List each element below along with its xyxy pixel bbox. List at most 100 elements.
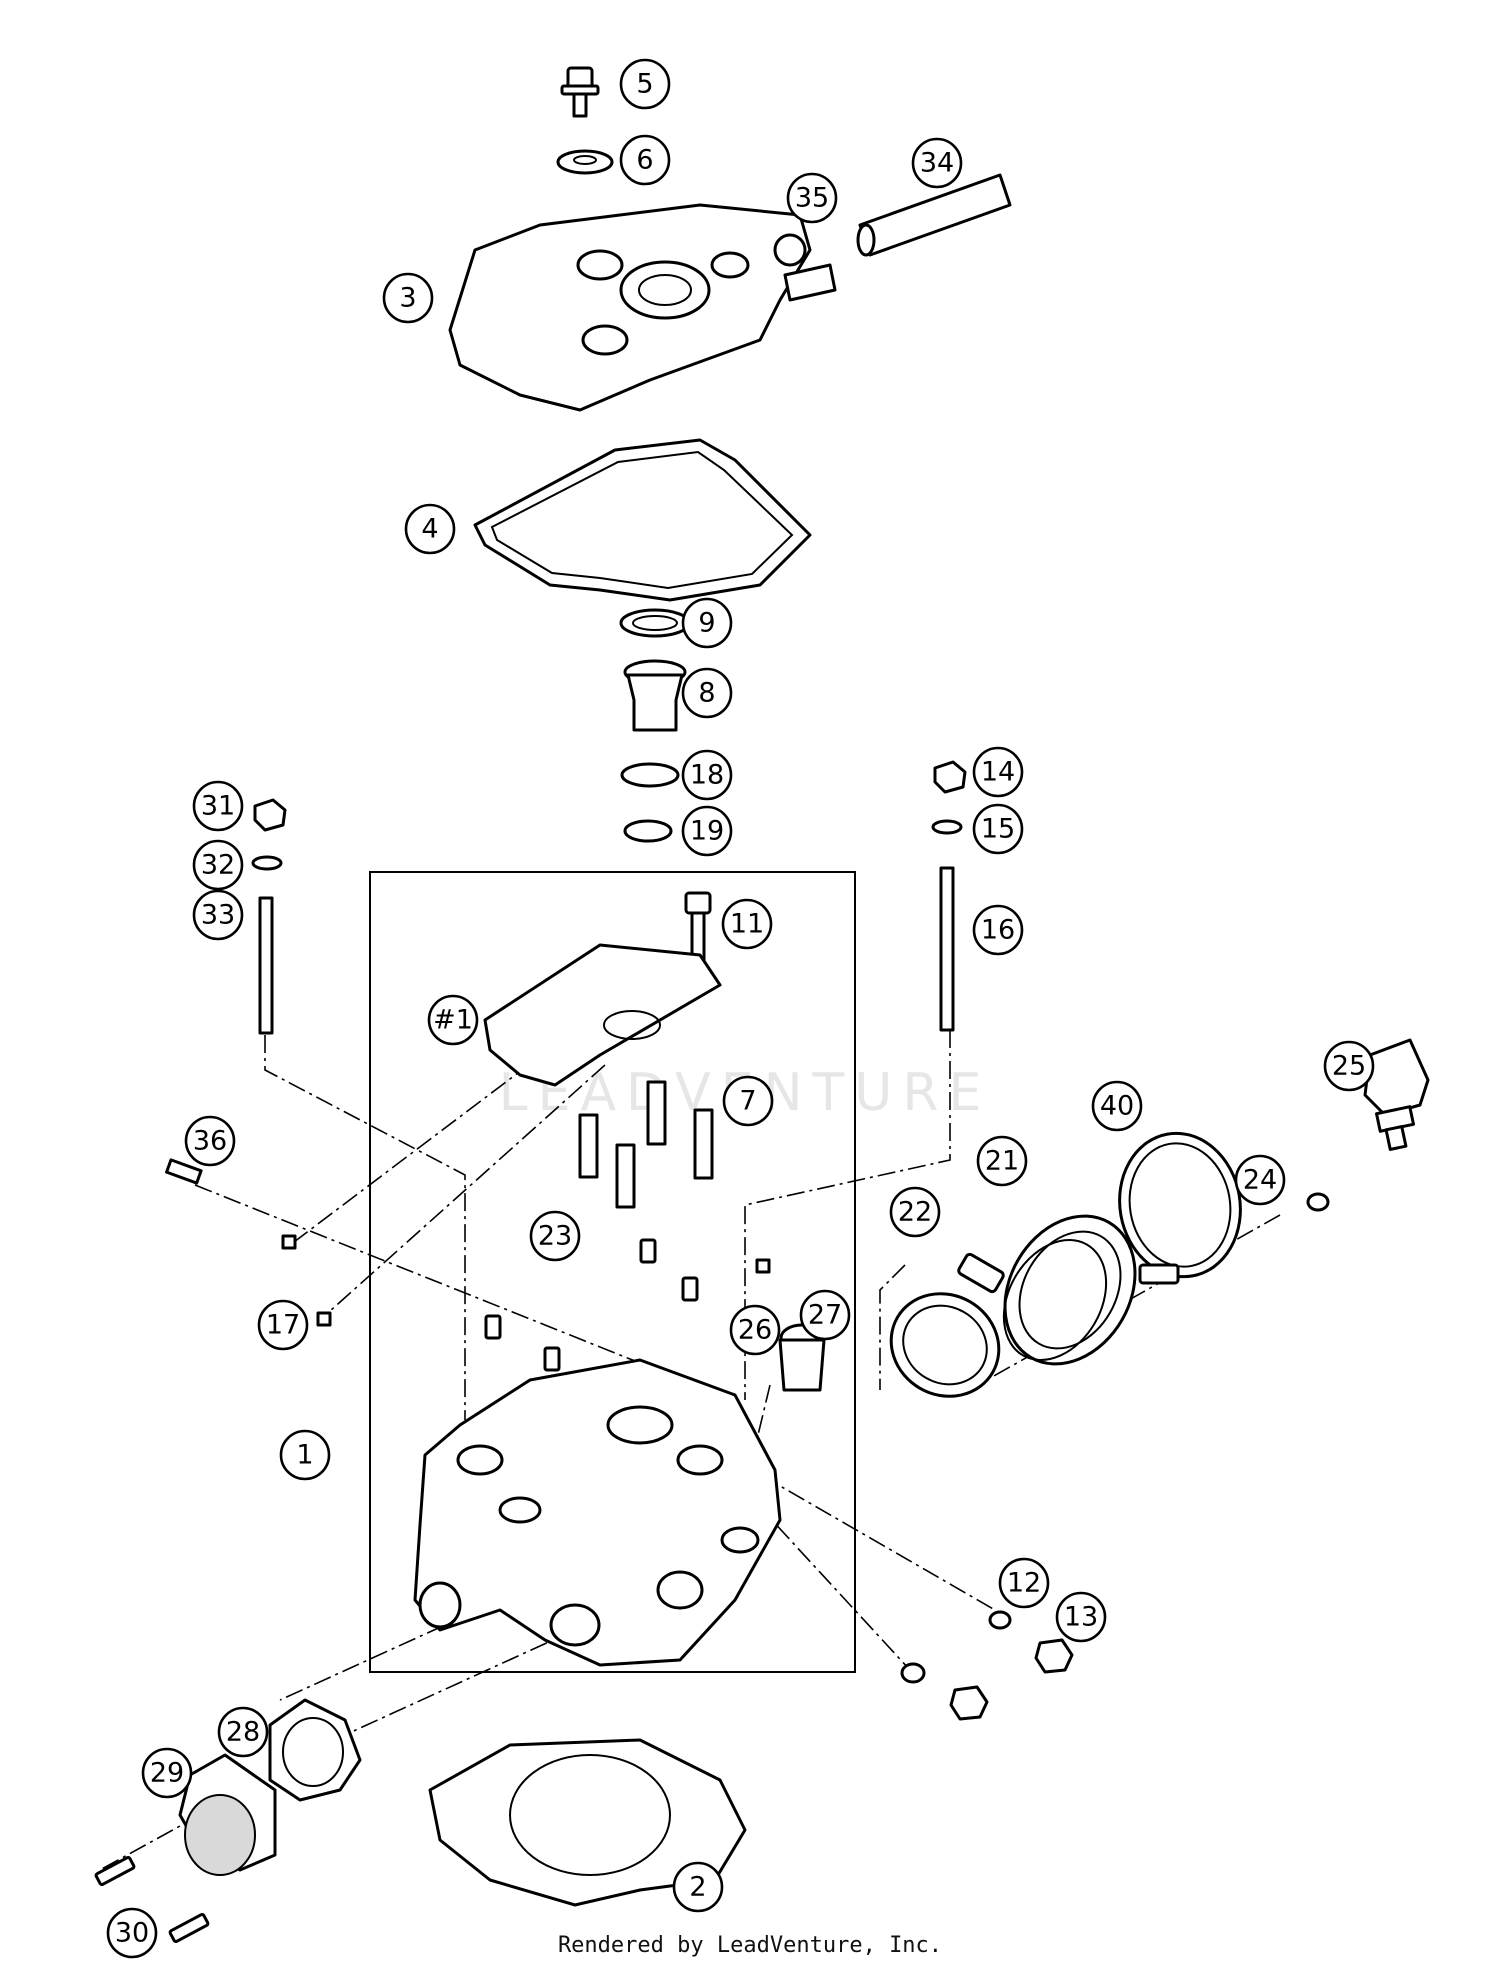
callout-number: 4 <box>421 514 438 545</box>
callout-c23: 23 <box>529 1210 581 1262</box>
callout-c4: 4 <box>404 503 456 555</box>
screw-in-fitting <box>165 1158 203 1185</box>
callout-number: 17 <box>266 1310 300 1341</box>
washer-left <box>251 855 283 871</box>
callout-number: 8 <box>698 678 715 709</box>
callout-number: 33 <box>201 900 235 931</box>
callout-circle <box>1323 1040 1375 1092</box>
callout-c32: 32 <box>192 839 244 891</box>
callout-circle <box>786 172 838 224</box>
callout-circle <box>184 1115 236 1167</box>
callout-circle <box>619 58 671 110</box>
stud-right <box>939 866 955 1032</box>
dowel-pins <box>484 1238 699 1372</box>
exhaust-flange-bolts <box>94 1855 210 1944</box>
callout-circle <box>681 749 733 801</box>
callout-number: 35 <box>795 183 829 214</box>
callout-c19: 19 <box>681 805 733 857</box>
nut-left <box>253 798 287 832</box>
callout-c33: 33 <box>192 889 244 941</box>
callout-circle <box>911 137 963 189</box>
callout-circle <box>722 1075 774 1127</box>
callout-number: 23 <box>538 1221 572 1252</box>
callout-c35: 35 <box>786 172 838 224</box>
callout-c6: 6 <box>619 134 671 186</box>
cylinder-head-details <box>418 1405 760 1647</box>
callout-c26: 26 <box>729 1304 781 1356</box>
callout-number: 2 <box>689 1872 706 1903</box>
exhaust-flange <box>178 1753 277 1876</box>
callout-c21: 21 <box>976 1135 1028 1187</box>
callout-circle <box>529 1210 581 1262</box>
callout-circle <box>729 1304 781 1356</box>
callout-circle <box>192 780 244 832</box>
callout-number: 1 <box>296 1440 313 1471</box>
o-ring-12b <box>900 1662 926 1684</box>
screw-17b <box>316 1311 332 1327</box>
callout-c2: 2 <box>672 1861 724 1913</box>
callout-number: 36 <box>193 1126 227 1157</box>
callout-circle <box>976 1135 1028 1187</box>
callout-circle <box>106 1907 158 1959</box>
camshaft-bearing-bridge <box>483 943 722 1087</box>
sensor-o-ring <box>1306 1192 1330 1212</box>
stud-left <box>258 896 274 1035</box>
callout-number: 15 <box>981 814 1015 845</box>
callout-c1: 1 <box>279 1429 331 1481</box>
callout-number: 9 <box>698 608 715 639</box>
callout-circle <box>1055 1591 1107 1643</box>
callout-circle <box>192 889 244 941</box>
callout-c27: 27 <box>799 1289 851 1341</box>
callout-number: 3 <box>399 283 416 314</box>
callout-number: 28 <box>226 1717 260 1748</box>
callout-circle <box>404 503 456 555</box>
callout-circle <box>998 1557 1050 1609</box>
callout-number: 27 <box>808 1300 842 1331</box>
callout-c1h: #1 <box>427 994 479 1046</box>
callout-c40: 40 <box>1091 1080 1143 1132</box>
callout-c5: 5 <box>619 58 671 110</box>
callout-c15: 15 <box>972 803 1024 855</box>
cylinder-head-kit-frame <box>369 871 856 1673</box>
callout-circle <box>672 1861 724 1913</box>
callout-c18: 18 <box>681 749 733 801</box>
callout-circle <box>619 134 671 186</box>
callout-number: 40 <box>1100 1091 1134 1122</box>
washer-right <box>931 819 963 835</box>
callout-c12: 12 <box>998 1557 1050 1609</box>
callout-c29: 29 <box>141 1747 193 1799</box>
callout-circle <box>889 1186 941 1238</box>
callout-c7: 7 <box>722 1075 774 1127</box>
o-ring-19 <box>623 819 673 843</box>
callout-number: 11 <box>730 909 764 940</box>
callout-circle <box>1091 1080 1143 1132</box>
callout-number: 5 <box>636 69 653 100</box>
callout-circle <box>681 667 733 719</box>
callout-number: 6 <box>636 145 653 176</box>
breather-hose <box>856 173 1012 257</box>
callout-number: 18 <box>690 760 724 791</box>
spark-plug-tube <box>623 659 687 732</box>
callout-number: 14 <box>981 757 1015 788</box>
callout-c3: 3 <box>382 272 434 324</box>
callout-circle <box>972 803 1024 855</box>
callout-number: 34 <box>920 148 954 179</box>
callout-number: 21 <box>985 1146 1019 1177</box>
callout-c14: 14 <box>972 746 1024 798</box>
o-ring-18 <box>620 762 680 788</box>
callout-c17: 17 <box>257 1299 309 1351</box>
valve-cover-bolt <box>560 66 600 118</box>
callout-circle <box>972 904 1024 956</box>
callout-number: 24 <box>1243 1165 1277 1196</box>
callout-circle <box>1234 1154 1286 1206</box>
callout-circle <box>681 805 733 857</box>
callout-c9: 9 <box>681 597 733 649</box>
plug-13 <box>1034 1638 1074 1674</box>
valve-cover-gasket <box>473 438 812 602</box>
callout-c25: 25 <box>1323 1040 1375 1092</box>
callout-number: 12 <box>1007 1568 1041 1599</box>
callout-number: 29 <box>150 1758 184 1789</box>
plug-13b <box>949 1685 989 1721</box>
